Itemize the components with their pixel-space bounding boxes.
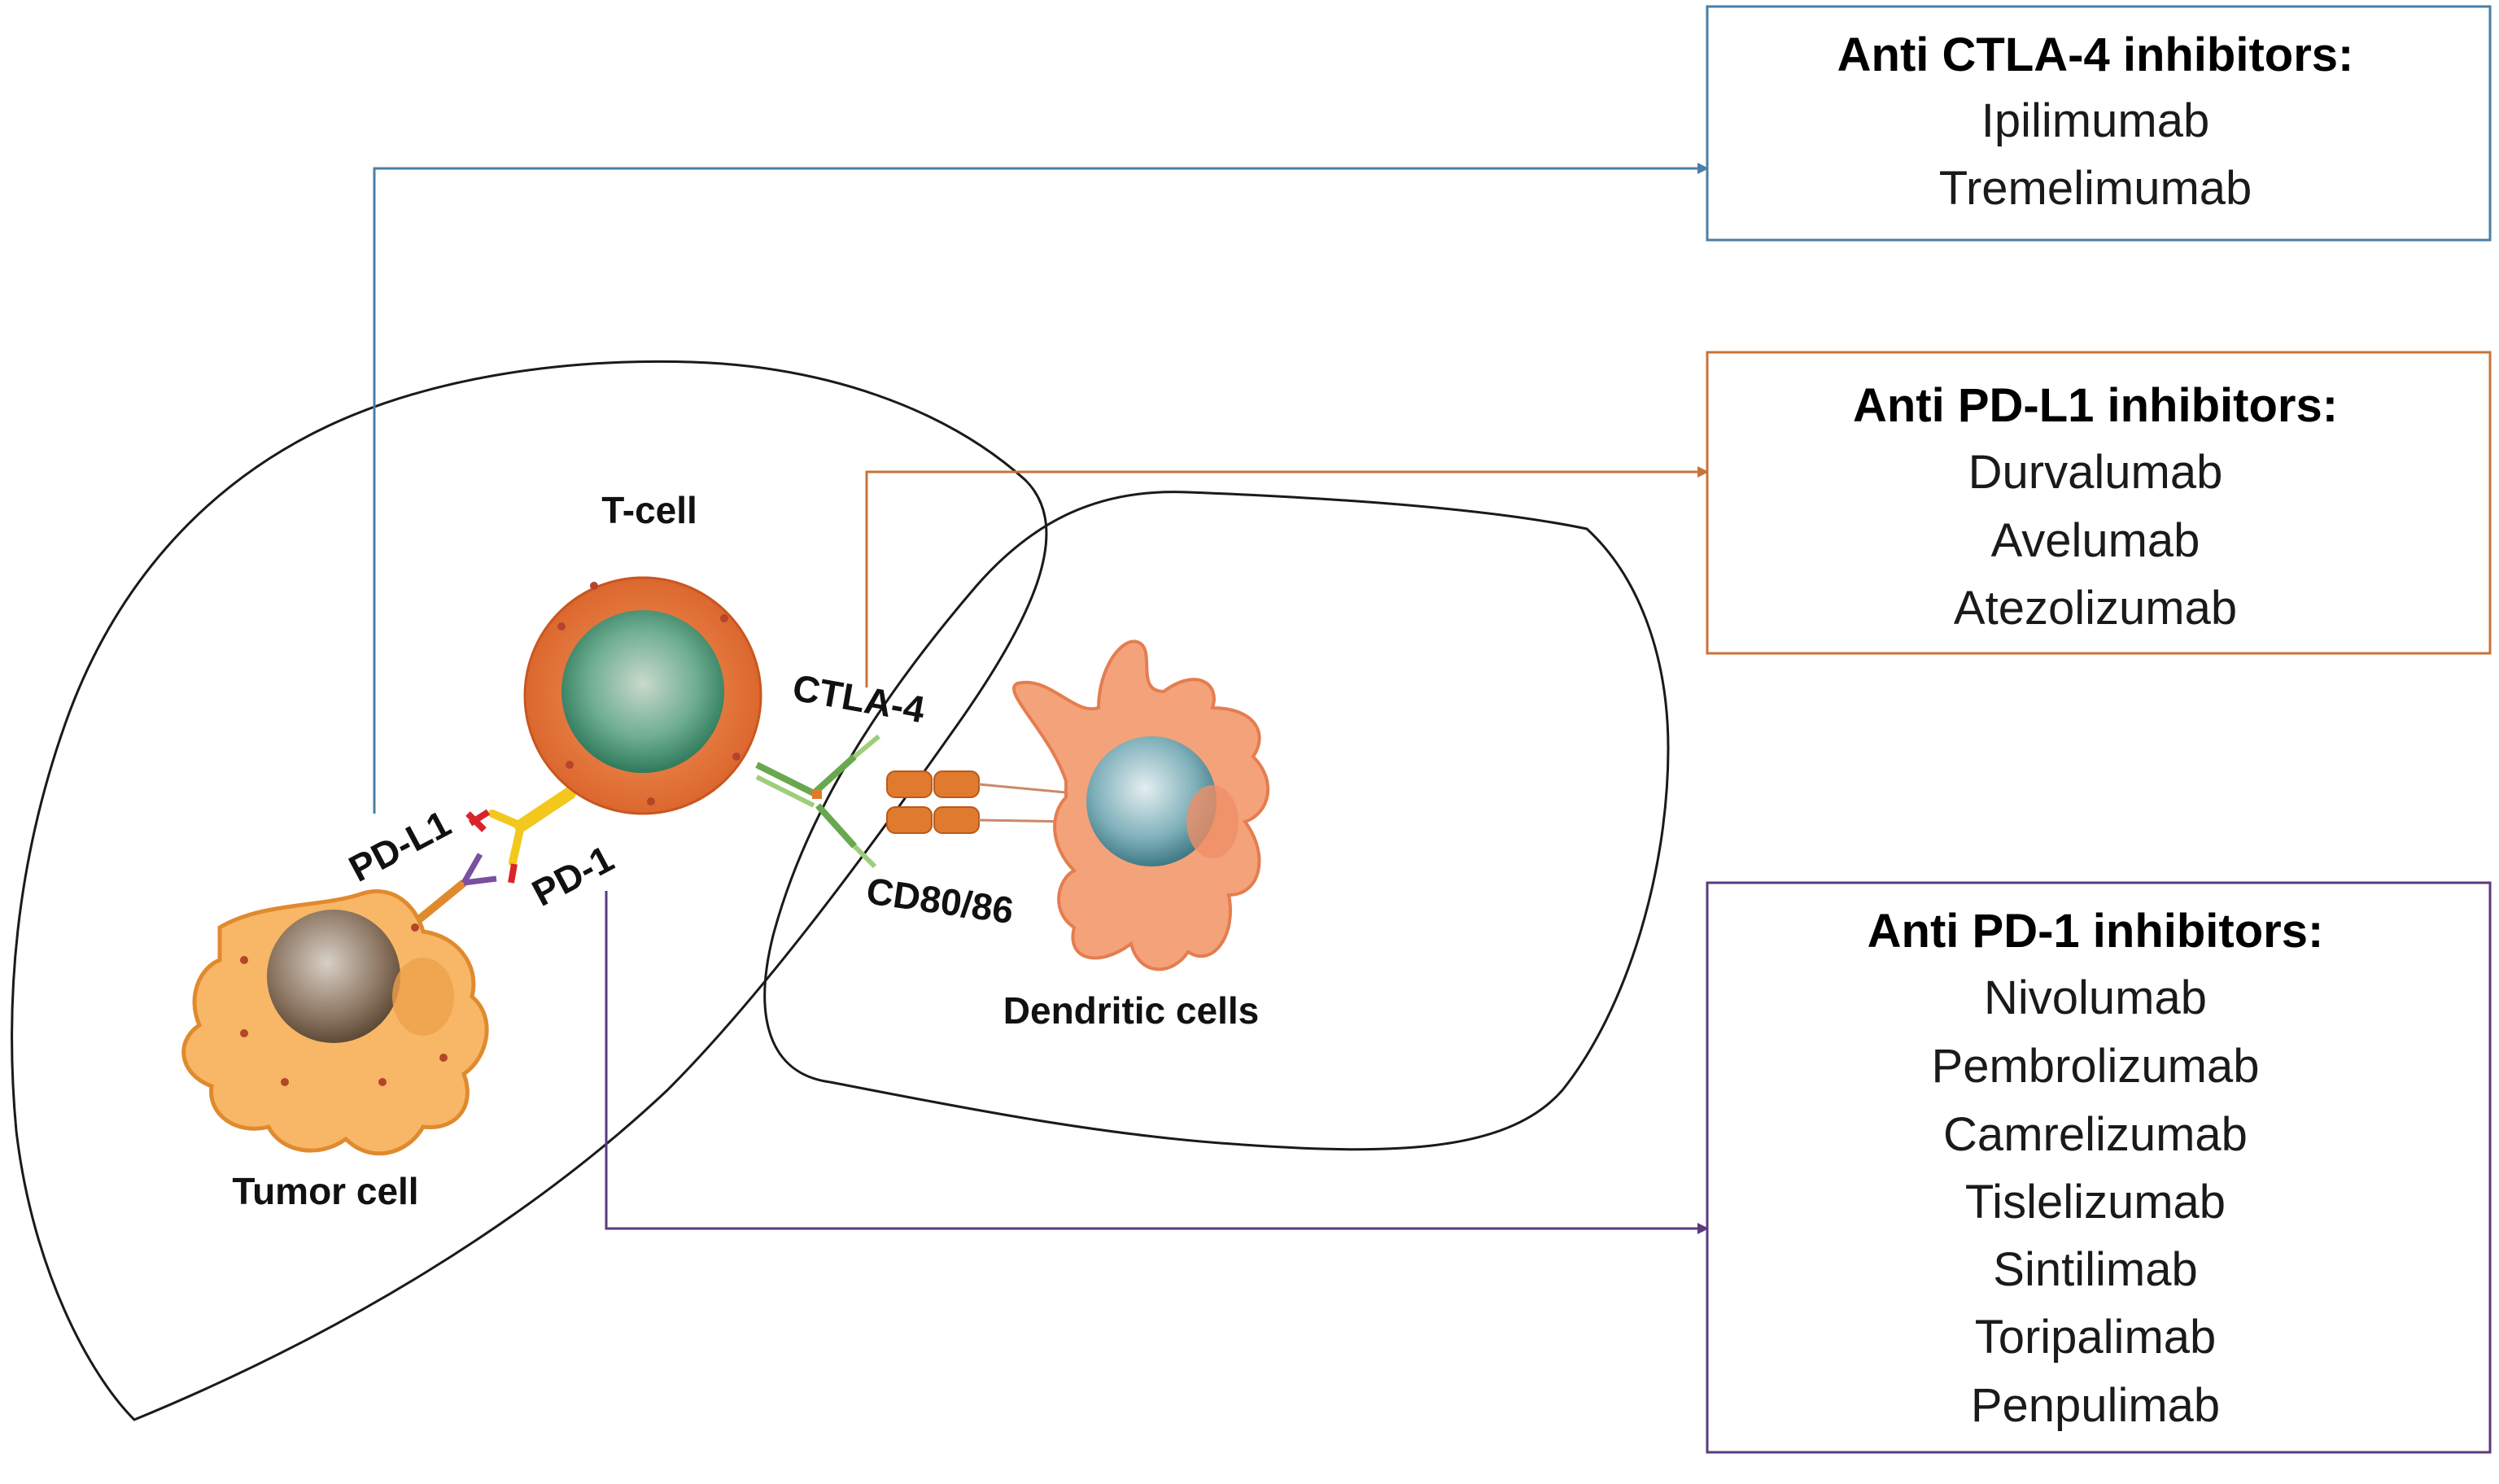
pdl1-label: PD-L1 bbox=[342, 802, 457, 890]
cd80-86-label: CD80/86 bbox=[864, 869, 1016, 932]
pd1-inhibitors-box: Anti PD-1 inhibitors: Nivolumab Pembroli… bbox=[1706, 881, 2492, 1454]
ctla4-inhibitors-box: Anti CTLA-4 inhibitors: Ipilimumab Treme… bbox=[1706, 5, 2492, 242]
pd1-inhibitor-item: Tislelizumab bbox=[1965, 1176, 2226, 1229]
pd1-inhibitor-item: Penpulimab bbox=[1971, 1379, 2220, 1432]
pdl1-inhibitor-item: Durvalumab bbox=[1968, 446, 2223, 499]
ctla4-inhibitor-item: Ipilimumab bbox=[1981, 94, 2209, 147]
t-cell-label: T-cell bbox=[601, 489, 697, 531]
pdl1-inhibitor-item: Atezolizumab bbox=[1954, 582, 2237, 635]
ctla4-connector-line bbox=[373, 163, 1709, 814]
pd1-inhibitor-item: Toripalimab bbox=[1975, 1311, 2217, 1364]
liver-outline bbox=[11, 360, 1048, 1421]
dendritic-cells-label: Dendritic cells bbox=[1003, 989, 1259, 1032]
tumor-cell-label: Tumor cell bbox=[232, 1170, 418, 1212]
ctla4-receptor-icon bbox=[755, 734, 880, 869]
pdl1-inhibitors-box: Anti PD-L1 inhibitors: Durvalumab Avelum… bbox=[1706, 351, 2492, 655]
t-cell bbox=[523, 576, 762, 815]
pd1-connector-line bbox=[605, 891, 1709, 1234]
ctla4-inhibitor-item: Tremelimumab bbox=[1939, 162, 2252, 215]
ctla4-inhibitors-title: Anti CTLA-4 inhibitors: bbox=[1837, 28, 2354, 81]
tumor-cell bbox=[181, 889, 489, 1156]
pdl1-inhibitors-title: Anti PD-L1 inhibitors: bbox=[1853, 379, 2338, 432]
pd1-inhibitor-item: Pembrolizumab bbox=[1932, 1040, 2260, 1093]
cd80-86-icon bbox=[886, 770, 1075, 834]
pd1-inhibitor-item: Nivolumab bbox=[1984, 971, 2207, 1024]
dendritic-cell bbox=[1012, 639, 1269, 971]
ctla4-label: CTLA-4 bbox=[789, 666, 928, 731]
pd1-inhibitor-item: Sintilimab bbox=[1993, 1243, 2197, 1296]
pdl1-inhibitor-item: Avelumab bbox=[1991, 514, 2200, 567]
pdl1-ligand-icon bbox=[416, 811, 497, 923]
pd1-inhibitor-item: Camrelizumab bbox=[1943, 1108, 2248, 1161]
pd1-inhibitors-title: Anti PD-1 inhibitors: bbox=[1868, 905, 2324, 958]
pdl1-connector-line bbox=[865, 466, 1709, 687]
pd1-receptor-icon bbox=[468, 787, 576, 884]
